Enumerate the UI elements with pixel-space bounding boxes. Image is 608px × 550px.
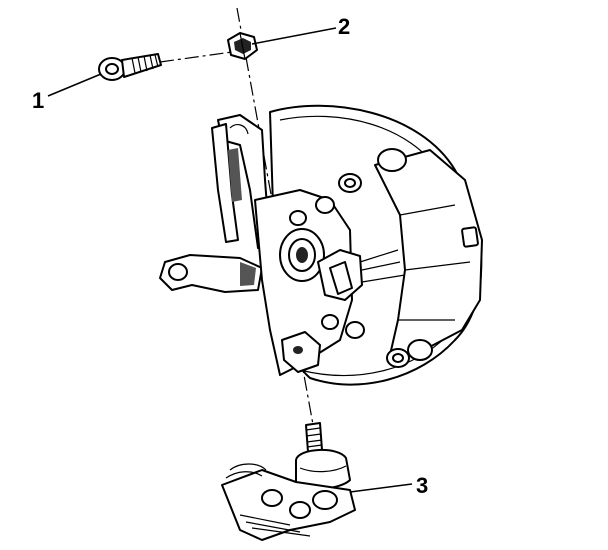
steering-knuckle-assembly (159, 104, 483, 386)
callout-1: 1 (32, 88, 44, 113)
callout-2: 2 (338, 14, 350, 39)
callout-labels: 1 2 3 (32, 14, 428, 498)
callout-leaders (47, 27, 413, 493)
lower-ball-joint (221, 422, 356, 541)
callout-1-leader (47, 73, 102, 97)
callout-3: 3 (416, 473, 428, 498)
callout-2-leader (251, 27, 337, 45)
nut (227, 32, 258, 60)
callout-3-leader (349, 483, 413, 493)
pinch-bolt (98, 53, 162, 81)
